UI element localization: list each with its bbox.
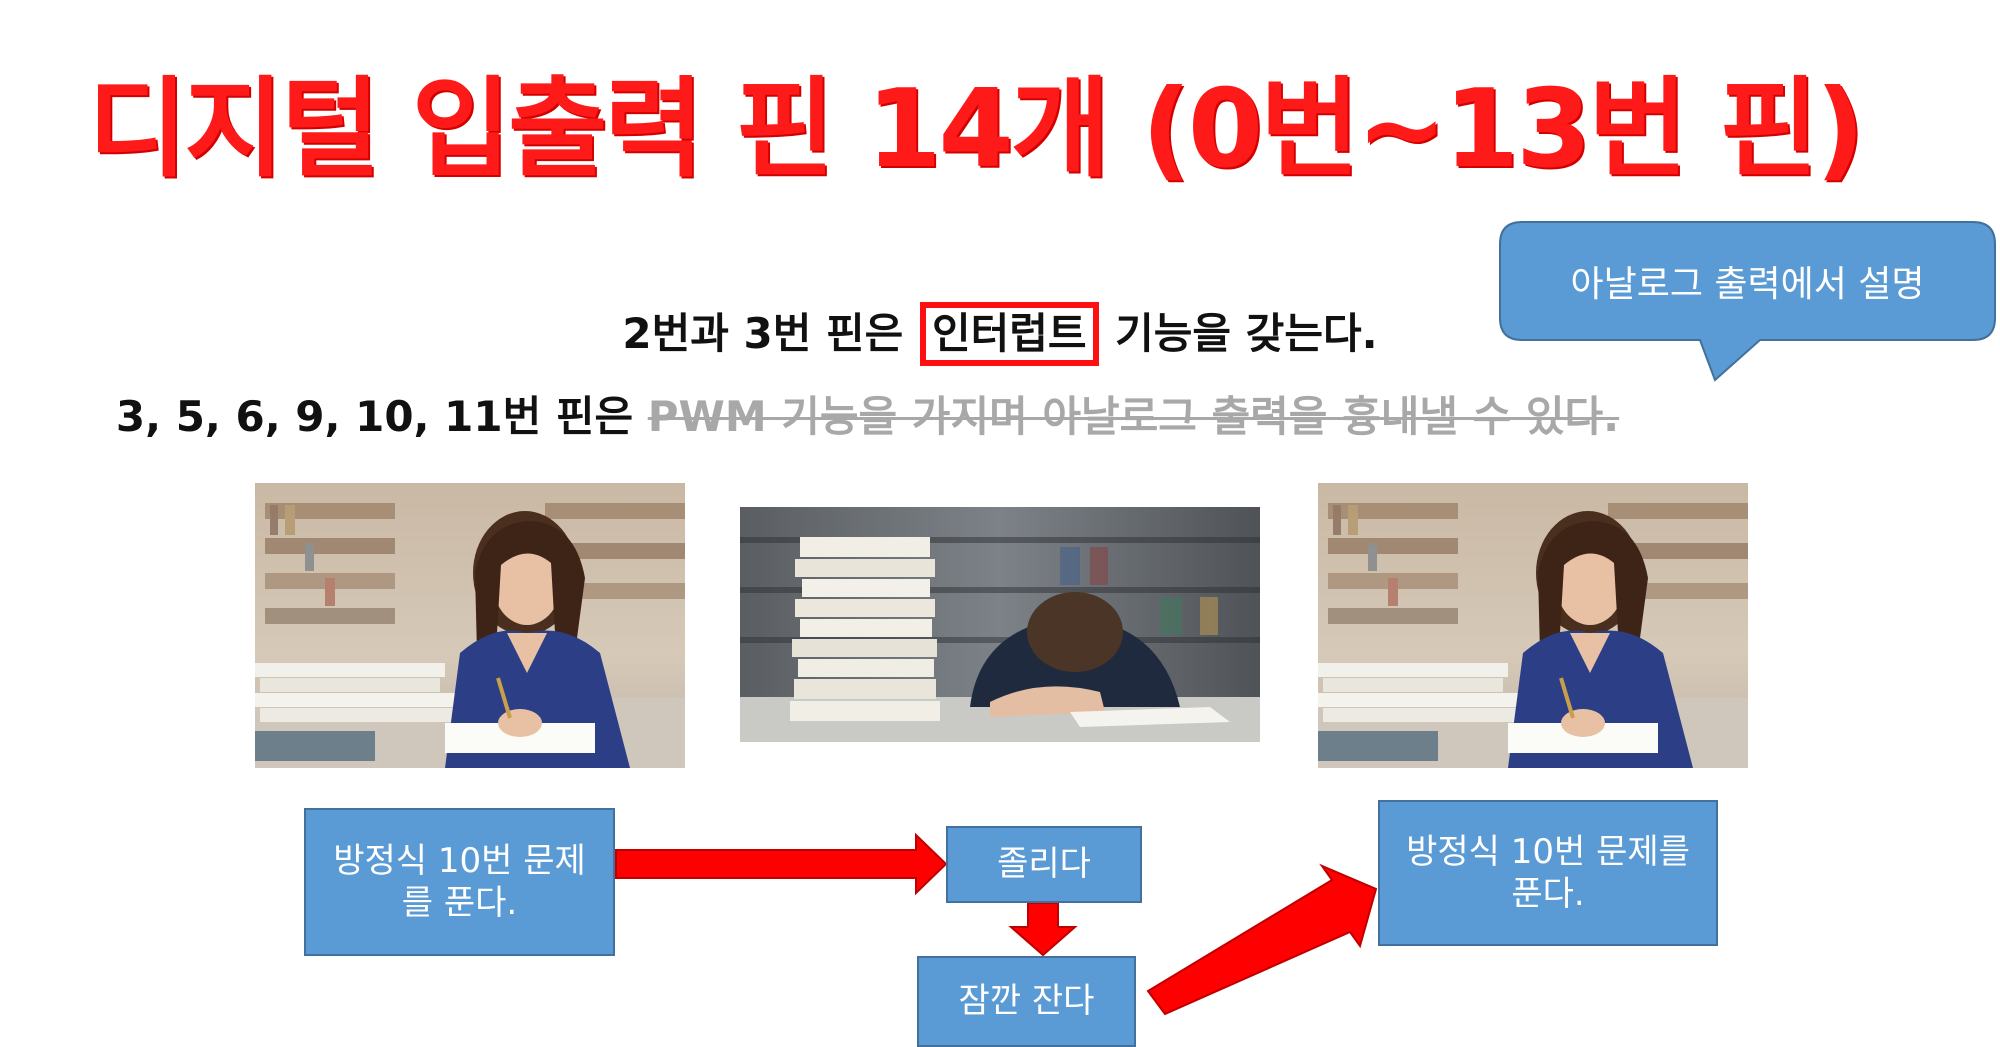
flow-step-solve-1-text: 방정식 10번 문제를 푼다.	[333, 840, 586, 924]
slide-title: 디지털 입출력 핀 14개 (0번~13번 핀)	[88, 67, 1865, 192]
flow-step-solve-2-text: 방정식 10번 문제를 푼다.	[1406, 831, 1690, 915]
callout-text: 아날로그 출력에서 설명	[1570, 264, 1925, 305]
flow-step-solve-2: 방정식 10번 문제를 푼다.	[1378, 800, 1718, 946]
photo-student-sleeping	[740, 507, 1260, 742]
arrow-right-icon	[615, 832, 948, 896]
interrupt-highlight-box: 인터럽트	[919, 302, 1099, 367]
flow-step-sleepy: 졸리다	[946, 826, 1142, 903]
pwm-description: 3, 5, 6, 9, 10, 11번 핀은 PWM 기능을 가지며 아날로그 …	[0, 383, 1735, 444]
callout-shape	[1499, 221, 1996, 382]
pwm-text-struck: PWM 기능을 가지며 아날로그 출력을 흉내낼 수 있다.	[647, 392, 1620, 441]
photo-student-studying-1	[255, 483, 685, 768]
pwm-text-normal: 3, 5, 6, 9, 10, 11번 핀은	[115, 392, 634, 441]
interrupt-text-before: 2번과 3번 핀은	[622, 309, 904, 358]
arrow-diagonal-icon	[1146, 863, 1378, 1016]
interrupt-text-after: 기능을 갖는다.	[1115, 309, 1378, 358]
interrupt-description: 2번과 3번 핀은 인터럽트 기능을 갖는다.	[0, 300, 2000, 367]
flow-step-nap-text: 잠깐 잔다	[958, 981, 1095, 1022]
callout-bubble: 아날로그 출력에서 설명	[1499, 221, 1996, 382]
arrow-down-icon	[1008, 902, 1078, 957]
photo-student-studying-2	[1318, 483, 1748, 768]
flow-step-sleepy-text: 졸리다	[997, 844, 1091, 885]
flow-step-solve-1: 방정식 10번 문제를 푼다.	[304, 808, 615, 956]
flow-step-nap: 잠깐 잔다	[917, 956, 1136, 1047]
